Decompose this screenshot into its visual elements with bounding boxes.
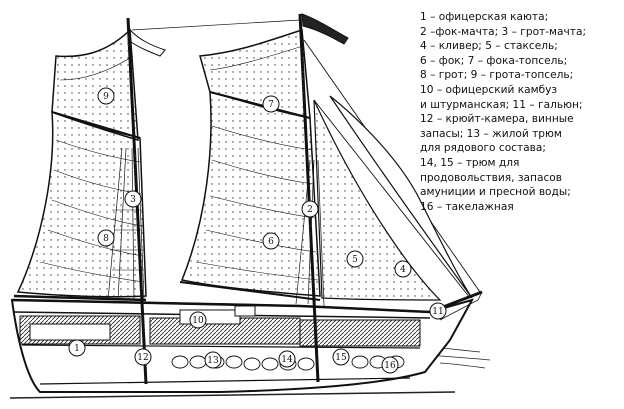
- legend-line: 8 – грот; 9 – грота-топсель;: [420, 69, 574, 82]
- callout-6: 6: [262, 232, 280, 250]
- legend-line: 2 –фок-мачта; 3 – грот-мачта;: [420, 25, 587, 38]
- callout-4: 4: [394, 260, 412, 278]
- callout-1: 1: [68, 339, 86, 357]
- legend-line: запасы; 13 – жилой трюм: [420, 127, 562, 140]
- callout-2: 2: [301, 200, 319, 218]
- legend-line: 4 – кливер; 5 – стаксель;: [420, 40, 558, 53]
- sails: [16, 28, 473, 301]
- callout-14-label: 14: [281, 355, 293, 365]
- callout-14: 14: [278, 350, 296, 368]
- legend-line: 16 – такелажная: [420, 200, 514, 213]
- legend-line: и штурманская; 11 – гальюн;: [420, 98, 583, 111]
- legend-line: 1 – офицерская каюта;: [420, 11, 549, 23]
- callout-13: 13: [204, 351, 222, 369]
- callout-8: 8: [97, 229, 115, 247]
- callout-16-label: 16: [384, 361, 396, 371]
- callout-16: 16: [381, 356, 399, 374]
- legend-line: 6 – фок; 7 – фока-топсель;: [420, 54, 568, 67]
- callout-11: 11: [429, 302, 447, 320]
- legend-line: 10 – офицерский камбуз: [420, 83, 558, 96]
- callout-7: 7: [262, 95, 280, 113]
- callout-4-label: 4: [400, 265, 406, 275]
- callout-13-label: 13: [207, 356, 219, 366]
- legend-line: 14, 15 – трюм для: [420, 156, 520, 169]
- legend-line: продовольствия, запасов: [420, 171, 563, 184]
- callout-11-label: 11: [432, 307, 443, 317]
- callout-3-label: 3: [130, 195, 136, 205]
- callout-12-label: 12: [137, 353, 148, 363]
- callout-5-label: 5: [352, 255, 358, 265]
- callout-10-label: 10: [192, 316, 204, 326]
- legend-line: амуниции и пресной воды;: [420, 186, 571, 199]
- callout-9: 9: [97, 87, 115, 105]
- callout-6-label: 6: [268, 237, 274, 247]
- legend-line: 12 – крюйт-камера, винные: [420, 113, 574, 126]
- callout-1-label: 1: [74, 344, 80, 354]
- callout-15-label: 15: [335, 353, 347, 363]
- callout-12: 12: [134, 348, 152, 366]
- callout-3: 3: [124, 190, 142, 208]
- legend: 1 – офицерская каюта; 2 –фок-мачта; 3 – …: [420, 10, 620, 214]
- callout-8-label: 8: [103, 234, 109, 244]
- callout-15: 15: [332, 348, 350, 366]
- callout-5: 5: [346, 250, 364, 268]
- pennants: [129, 13, 349, 57]
- callouts: 1 2 3 4 5 6 7: [68, 87, 447, 374]
- callout-2-label: 2: [307, 205, 313, 215]
- callout-7-label: 7: [268, 100, 274, 110]
- legend-line: для рядового состава;: [420, 142, 546, 155]
- callout-9-label: 9: [103, 92, 109, 102]
- callout-10: 10: [189, 311, 207, 329]
